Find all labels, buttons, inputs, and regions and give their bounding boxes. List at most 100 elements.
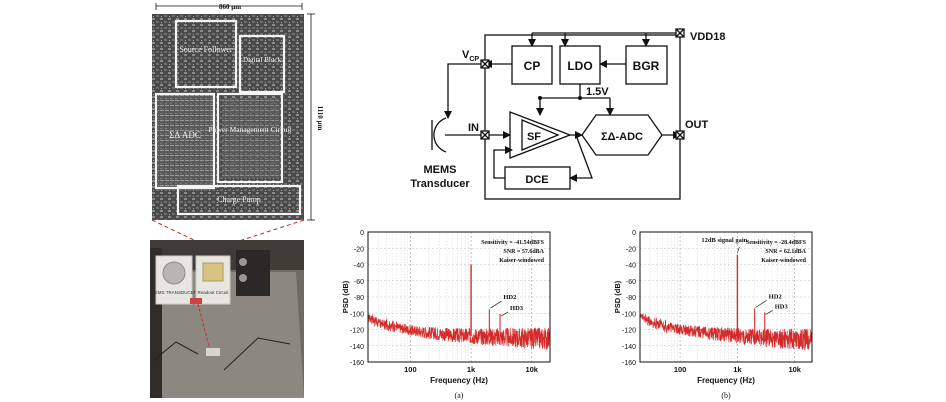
test-connector-1 [239,258,247,266]
y-tick-label: -40 [354,263,364,270]
y-tick-label: -120 [622,328,636,335]
die-block-label-digital: Digital Block [243,56,281,64]
mems-label-line1: MEMS [424,164,457,176]
wire-vcp-to-mems [444,63,485,119]
y-tick-label: -160 [622,360,636,367]
gain-leader [737,246,740,253]
die-block-label-adc: ΣΔ ADC [169,130,201,140]
test-cable-1 [153,341,199,361]
y-tick-label: -160 [350,360,364,367]
mems-label-line2: Transducer [410,178,470,190]
annotation-info: SNR = 57.6dBA [503,249,544,255]
test-board [236,250,270,296]
x-tick-label: 1k [467,365,476,374]
test-fixture [206,348,220,356]
ref-node-sf [538,96,542,100]
block-outline-charge-pump [176,184,302,216]
x-axis-title: Frequency (Hz) [697,376,755,385]
hd3-leader [500,311,509,317]
chart-caption: (a) [455,391,464,400]
x-axis-title: Frequency (Hz) [430,376,488,385]
x-tick-label: 1k [733,365,742,374]
cp-label: CP [524,59,541,73]
hd3-leader [765,310,773,315]
die-width-label: 860 µm [219,3,241,11]
test-connector-2 [239,274,247,282]
hd2-leader [490,300,502,309]
readout-chip [202,262,224,282]
readout-card-label: Readout Circuit [197,290,229,295]
psd-spectrum-line [367,311,551,350]
x-tick-label: 10k [525,365,538,374]
sf-amplifier-inner [521,119,560,151]
zoom-connector-left [151,219,199,243]
y-axis-title: PSD (dB) [341,280,350,313]
annotation-info: Sensitivity = -41.54dBFS [481,240,545,246]
wire-dce-feedback [493,146,513,179]
ref-voltage-label: 1.5V [586,86,609,98]
pad-vcp [480,59,490,69]
y-tick-label: -60 [354,279,364,286]
y-tick-label: -60 [626,279,636,286]
die-texture-center [222,98,280,178]
bgr-label: BGR [633,59,660,73]
y-tick-label: -80 [354,295,364,302]
chart-caption: (b) [721,391,731,400]
gain-annotation: 12dB signal gain [701,237,747,244]
block-diagram [431,28,685,200]
mems-membrane [162,261,186,285]
hd3-label: HD3 [510,305,524,312]
adc-label: ΣΔ-ADC [601,131,643,143]
vcp-label: VCP [462,49,479,63]
y-tick-label: -20 [354,246,364,253]
vcp-label-main: V [462,49,470,61]
die-height-label: 1110 µm [316,106,324,131]
psd-spectrum-line [639,313,813,351]
chip-boundary [484,34,681,200]
pad-vdd [675,28,685,38]
vcp-label-sub: CP [469,56,479,63]
y-tick-label: -20 [626,246,636,253]
die-block-label-power: Power Management Circuit [209,125,293,134]
psd-chart-b: 0 -20 -40 -60 -80 -100 -120 -140 -160 100 1k 10kFre… [613,230,813,400]
dce-label: DCE [525,174,548,186]
vdd-label: VDD18 [690,31,725,43]
ref-node [578,96,582,100]
pad-in [480,130,490,140]
x-tick-label: 100 [674,365,687,374]
mems-card-label: MEMS TRANSDUCER [151,290,198,295]
ldo-label: LDO [567,59,592,73]
hd2-label: HD2 [503,294,516,301]
y-tick-label: 0 [632,230,636,237]
wire-sf-to-dce [569,134,593,182]
die-block-label-charge-pump: Charge Pump [217,195,261,204]
test-setup-photo: MEMS TRANSDUCER Readout Circuit [150,240,304,398]
y-tick-label: -80 [626,295,636,302]
y-tick-label: -100 [350,311,364,318]
in-label: IN [468,122,479,134]
die-texture-left [158,94,214,190]
bgr-block [625,45,668,85]
annotation-info: SNR = 62.1dBA [765,249,806,255]
x-tick-label: 10k [788,365,801,374]
test-probe-line [197,303,211,351]
y-tick-label: -140 [350,344,364,351]
die-photo: 860 µm 1110 µm Source Follower Digital B… [152,3,324,221]
plot-frame [639,231,813,363]
die-block-label-source-follower: Source Follower [179,45,232,54]
plot-frame [367,231,551,363]
test-probe-marker [190,298,202,304]
block-outline-power [216,92,284,184]
y-tick-label: -140 [622,344,636,351]
cp-block [511,45,553,85]
test-cable-2 [223,337,291,371]
pad-out [675,130,685,140]
annotation-info: Kaiser-windowed [761,258,806,264]
hd3-label: HD3 [775,303,789,310]
y-tick-label: -40 [626,263,636,270]
hd2-leader [755,300,767,308]
y-tick-label: -100 [622,311,636,318]
out-label: OUT [685,119,709,131]
